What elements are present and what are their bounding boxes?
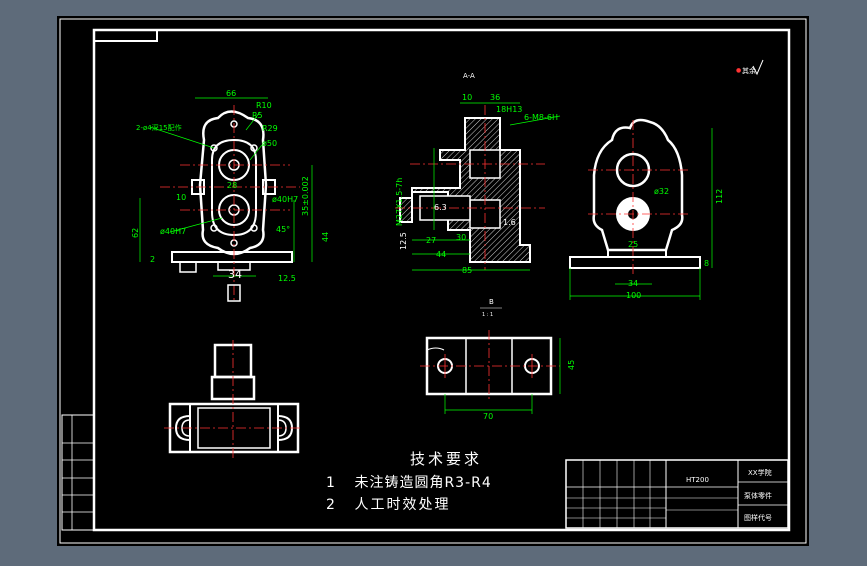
dim-r10: R10 bbox=[256, 101, 272, 110]
material-label: HT200 bbox=[686, 476, 709, 484]
dim-62: 62 bbox=[131, 228, 140, 238]
dim-12-5-sec: 12.5 bbox=[399, 232, 408, 250]
section-aa-view bbox=[395, 102, 561, 271]
dim-85: 85 bbox=[462, 266, 472, 275]
dim-1-6: 1.6 bbox=[503, 218, 516, 227]
dim-m27: M27X1.5-7h bbox=[395, 178, 404, 226]
dim-45: 45 bbox=[567, 360, 576, 370]
dim-70: 70 bbox=[483, 412, 493, 421]
dim-25: 25 bbox=[628, 240, 638, 249]
corner-tab bbox=[93, 29, 158, 42]
svg-text:其余: 其余 bbox=[742, 66, 756, 75]
title-block-text: HT200 XX学院 泵体零件 图样代号 bbox=[686, 468, 772, 522]
note-text: 人工时效处理 bbox=[354, 497, 451, 513]
note-item-2: 2 人工时效处理 bbox=[326, 494, 556, 516]
dim-holes: 2-ø4深15配作 bbox=[136, 123, 182, 132]
paper-background bbox=[57, 16, 809, 546]
dim-34: 34 bbox=[228, 268, 242, 281]
dim-18h13: 18H13 bbox=[496, 105, 522, 114]
dim-36: 36 bbox=[490, 93, 500, 102]
title-block bbox=[565, 459, 789, 529]
dim-27: 27 bbox=[426, 236, 436, 245]
dim-28: 28 bbox=[227, 181, 237, 190]
drawing-name-label: 泵体零件 bbox=[744, 491, 772, 500]
dim-44-sec: 44 bbox=[436, 250, 446, 259]
dim-r29: R29 bbox=[262, 124, 278, 133]
dim-8: 8 bbox=[704, 259, 709, 268]
note-item-1: 1 未注铸造圆角R3-R4 bbox=[326, 472, 556, 494]
dim-10: 10 bbox=[176, 193, 186, 202]
dim-30: 30 bbox=[456, 233, 466, 242]
note-number: 2 bbox=[326, 497, 335, 513]
roughness-symbol: ● 其余 bbox=[736, 59, 764, 76]
outer-frame bbox=[59, 18, 807, 544]
technical-notes: 技术要求 1 未注铸造圆角R3-R4 2 人工时效处理 bbox=[326, 448, 556, 516]
section-label-b: B bbox=[489, 298, 494, 306]
dim-2: 2 bbox=[150, 255, 155, 264]
note-number: 1 bbox=[326, 475, 335, 491]
dim-12-5: 12.5 bbox=[278, 274, 296, 283]
side-view bbox=[569, 118, 713, 300]
dim-10-top: 10 bbox=[462, 93, 472, 102]
dim-34-side: 34 bbox=[628, 279, 638, 288]
dim-100: 100 bbox=[626, 291, 641, 300]
side-strip-table bbox=[61, 414, 95, 531]
dim-r5: R5 bbox=[252, 111, 263, 120]
side-view-dims: ø32 25 34 100 112 8 bbox=[626, 187, 724, 300]
dim-66: 66 bbox=[226, 89, 236, 98]
inner-frame bbox=[92, 28, 791, 532]
section-aa-dims: 10 36 18H13 6-M8-6H M27X1.5-7h 6.3 27 44… bbox=[395, 93, 558, 275]
dim-dia40h7-right: ø40H7 bbox=[272, 195, 298, 204]
note-text: 未注铸造圆角R3-R4 bbox=[354, 475, 492, 491]
front-view bbox=[139, 97, 313, 302]
dim-dia50: ø50 bbox=[262, 139, 277, 148]
view-b-dims: 70 45 bbox=[483, 360, 576, 421]
dim-dia32: ø32 bbox=[654, 187, 669, 196]
section-b-scale: 1 : 1 bbox=[482, 312, 493, 318]
dim-6-3: 6.3 bbox=[434, 203, 447, 212]
notes-title: 技术要求 bbox=[410, 450, 483, 468]
view-b bbox=[420, 330, 561, 414]
dim-112: 112 bbox=[715, 189, 724, 204]
dim-44: 44 bbox=[321, 232, 330, 242]
front-view-dims: 66 R10 R5 R29 ø50 2-ø4深15配作 28 10 ø40H7 … bbox=[131, 89, 330, 283]
dim-thread: 6-M8-6H bbox=[524, 113, 558, 122]
dim-35: 35±0.002 bbox=[301, 176, 310, 216]
school-label: XX学院 bbox=[748, 468, 772, 477]
bottom-view bbox=[164, 340, 300, 460]
dim-45deg: 45° bbox=[276, 225, 290, 234]
dim-dia40h7-left: ø40H7 bbox=[160, 227, 186, 236]
drawing-number-label: 图样代号 bbox=[744, 513, 772, 522]
svg-text:●: ● bbox=[736, 67, 741, 74]
section-label-aa: A-A bbox=[463, 72, 475, 80]
